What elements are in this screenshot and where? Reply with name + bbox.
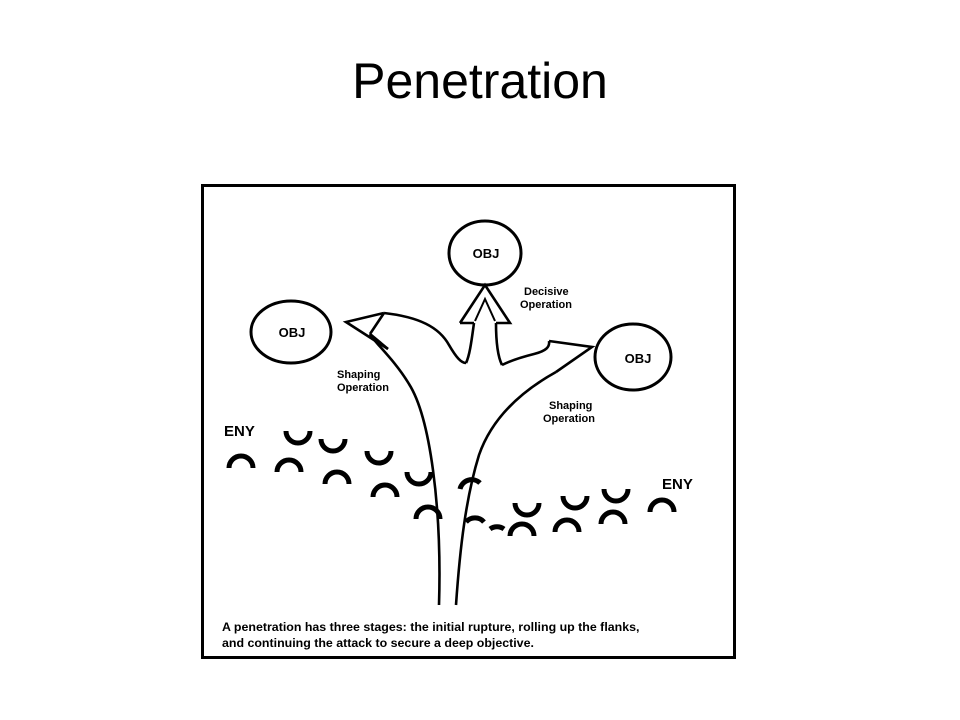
enemy-position [457,477,482,490]
diagram-caption-line-2: and continuing the attack to secure a de… [222,636,534,650]
penetration-diagram: OBJ OBJ OBJ Decisive Operation Shaping O… [224,219,693,606]
diagram-frame: OBJ OBJ OBJ Decisive Operation Shaping O… [201,184,736,659]
enemy-position [364,450,394,466]
enemy-position [274,457,304,473]
enemy-position [283,430,313,446]
enemy-position [318,438,348,454]
decisive-arrow-head [458,282,513,325]
objective-top-label: OBJ [473,246,500,261]
decisive-operation-label-1: Decisive [524,286,569,298]
enemy-position [601,488,631,504]
enemy-positions [226,430,677,537]
enemy-position [404,471,434,487]
shaping-arrow-right-head [548,339,596,374]
penetration-trunk-left [368,333,441,606]
enemy-position [647,497,677,513]
enemy-right-label: ENY [662,476,693,493]
enemy-position [488,524,506,532]
shaping-operation-left-label-1: Shaping [337,369,380,381]
objective-left [249,299,333,365]
decisive-arrow-shaft [464,322,504,366]
shaping-arrow-left-head [342,311,389,351]
diagram-caption: A penetration has three stages: the init… [222,619,732,651]
shaping-operation-right-label-2: Operation [543,413,595,425]
penetration-trunk-right [454,370,557,606]
enemy-position [507,521,537,537]
enemy-position [598,509,628,525]
enemy-position [413,504,443,520]
objective-right [593,322,673,392]
enemy-position [370,482,400,498]
decisive-arrow-inner [474,296,496,322]
shaping-operation-left-label-2: Operation [337,382,389,394]
slide-title: Penetration [352,53,608,109]
enemy-position [512,502,542,518]
decisive-operation-label-2: Operation [520,299,572,311]
enemy-position [322,469,352,485]
shaping-operation-right-label-1: Shaping [549,400,592,412]
enemy-position [464,515,486,524]
enemy-position [560,495,590,511]
enemy-left-label: ENY [224,423,255,440]
enemy-position [226,453,256,469]
enemy-position [552,517,582,533]
shaping-arrow-right-shaft [501,340,551,367]
diagram-caption-line-1: A penetration has three stages: the init… [222,620,640,634]
shaping-arrow-left-shaft [383,311,467,365]
objective-left-label: OBJ [279,325,306,340]
objective-right-label: OBJ [625,351,652,366]
